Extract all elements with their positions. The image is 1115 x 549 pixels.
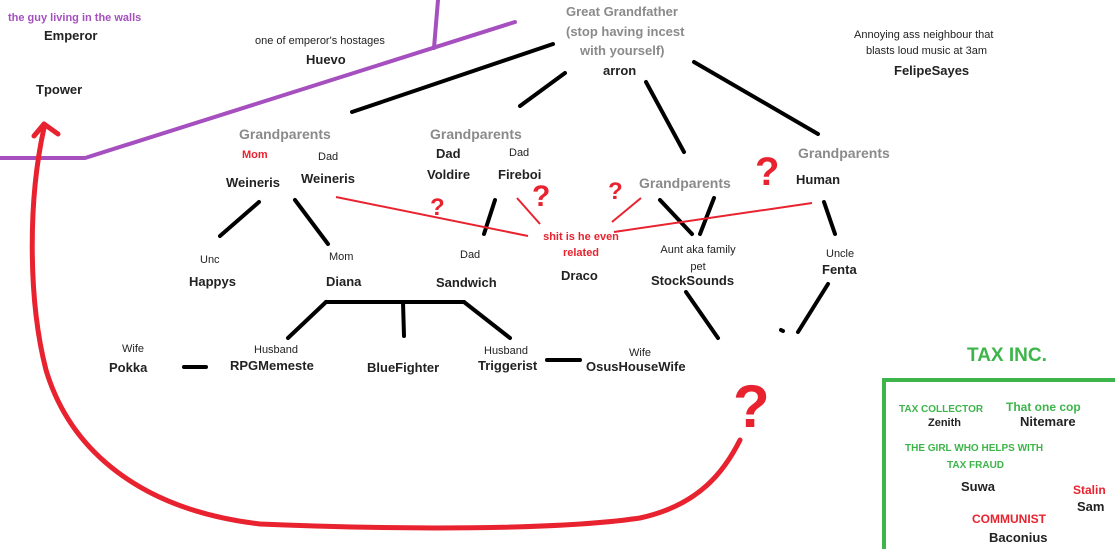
- line-weineris-diana: [293, 198, 330, 246]
- mom-role-left: Mom: [242, 149, 268, 161]
- person-zenith: Zenith: [928, 417, 961, 429]
- question-mark-1: ?: [430, 194, 445, 221]
- purple-lines: [0, 0, 517, 160]
- person-osushousewife: OsusHouseWife: [586, 359, 686, 374]
- tax-inc-title: TAX INC.: [967, 345, 1047, 366]
- hostage-note: one of emperor's hostages: [255, 35, 385, 47]
- walls-note: the guy living in the walls: [8, 12, 142, 24]
- red-line-weineris-draco: [335, 196, 529, 237]
- neighbour-note-2: blasts loud music at 3am: [866, 45, 988, 57]
- husband-role-rpg: Husband: [254, 344, 299, 356]
- stalin-role: Stalin: [1073, 483, 1106, 497]
- neighbour-note-1: Annoying ass neighbour that: [854, 29, 994, 41]
- person-felipesayes: FelipeSayes: [894, 63, 970, 78]
- husband-role-triggerist: Husband: [484, 345, 529, 357]
- related-note-1: shit is he even: [543, 231, 619, 243]
- tax-box-border: [882, 378, 1115, 549]
- purple-line-diagonal: [0, 20, 517, 160]
- wife-role-osus: Wife: [629, 347, 651, 359]
- family-lines: [182, 42, 837, 369]
- dad-role-left: Dad: [318, 151, 339, 163]
- line-stocksounds-down: [684, 290, 720, 340]
- red-arrow-head: [31, 121, 61, 139]
- question-mark-5: ?: [733, 373, 770, 440]
- red-lines: [335, 196, 813, 237]
- person-voldire: Voldire: [427, 167, 471, 182]
- great-grandfather-title-1: Great Grandfather: [566, 4, 678, 19]
- tax-collector-role: TAX COLLECTOR: [899, 404, 984, 415]
- red-line-fireboi-draco: [516, 197, 541, 225]
- person-pokka: Pokka: [109, 360, 148, 375]
- line-arron-far-right-gp: [692, 60, 820, 136]
- wife-role-pokka: Wife: [122, 343, 144, 355]
- person-draco: Draco: [561, 268, 598, 283]
- question-mark-2: ?: [532, 180, 551, 213]
- red-arrow-loop: [29, 121, 743, 531]
- person-weineris-dad: Weineris: [301, 171, 355, 186]
- person-diana: Diana: [326, 274, 362, 289]
- uncle-role: Uncle: [826, 248, 855, 260]
- line-diana-rpg: [286, 300, 328, 340]
- person-emperor: Emperor: [44, 28, 98, 43]
- grandparents-right-label: Grandparents: [639, 175, 731, 191]
- purple-line-vertical: [432, 0, 440, 50]
- dad-role-sandwich: Dad: [460, 249, 481, 261]
- line-fenta-down: [796, 282, 830, 334]
- grandparents-mid-label: Grandparents: [430, 126, 522, 142]
- person-weineris-mom: Weineris: [226, 175, 280, 190]
- dad-role-fireboi: Dad: [509, 147, 530, 159]
- person-rpgmemeste: RPGMemeste: [230, 358, 314, 373]
- person-baconius: Baconius: [989, 530, 1048, 545]
- person-arron: arron: [603, 63, 637, 78]
- line-human-fenta: [822, 200, 837, 236]
- line-gp-aunt-1: [658, 198, 694, 236]
- person-suwa: Suwa: [961, 479, 995, 494]
- grandparents-far-right-label: Grandparents: [798, 145, 890, 161]
- line-arron-left-gp: [350, 42, 555, 114]
- person-nitemare: Nitemare: [1020, 414, 1076, 429]
- dad-role-voldire: Dad: [436, 146, 461, 161]
- person-huevo: Huevo: [306, 52, 346, 67]
- great-grandfather-title-3: with yourself): [580, 43, 665, 58]
- aunt-role-2: pet: [690, 261, 706, 273]
- person-fenta: Fenta: [822, 262, 857, 277]
- question-mark-3: ?: [608, 178, 623, 205]
- line-gp-aunt-2: [698, 196, 716, 236]
- red-line-gp-draco: [611, 197, 642, 223]
- line-arron-right-gp: [644, 80, 686, 154]
- line-diana-trigger: [462, 300, 512, 340]
- person-fireboi: Fireboi: [498, 167, 542, 182]
- red-loop-path: [29, 125, 743, 531]
- person-sam: Sam: [1077, 499, 1105, 514]
- person-triggerist: Triggerist: [478, 358, 538, 373]
- line-fenta-tick: [779, 328, 785, 333]
- line-diana-blue: [401, 300, 406, 338]
- grandparents-left-label: Grandparents: [239, 126, 331, 142]
- communist-role: COMMUNIST: [972, 512, 1046, 526]
- person-happys: Happys: [189, 274, 236, 289]
- aunt-role-1: Aunt aka family: [660, 244, 736, 256]
- great-grandfather-title-2: (stop having incest: [566, 24, 685, 39]
- red-line-human-draco: [613, 202, 813, 233]
- question-mark-4: ?: [755, 150, 780, 194]
- girl-role-2: TAX FRAUD: [947, 460, 1005, 471]
- related-note-2: related: [562, 247, 600, 259]
- unc-role: Unc: [200, 254, 220, 266]
- cop-role: That one cop: [1006, 400, 1081, 414]
- person-tpower: Tpower: [36, 82, 83, 97]
- person-human: Human: [796, 172, 841, 187]
- mom-role-diana: Mom: [329, 251, 354, 263]
- person-bluefighter: BlueFighter: [367, 360, 440, 375]
- line-weineris-happys: [218, 200, 261, 238]
- line-arron-mid-gp: [518, 71, 567, 108]
- person-stocksounds: StockSounds: [651, 273, 735, 288]
- girl-role-1: THE GIRL WHO HELPS WITH: [905, 443, 1044, 454]
- person-sandwich: Sandwich: [436, 275, 497, 290]
